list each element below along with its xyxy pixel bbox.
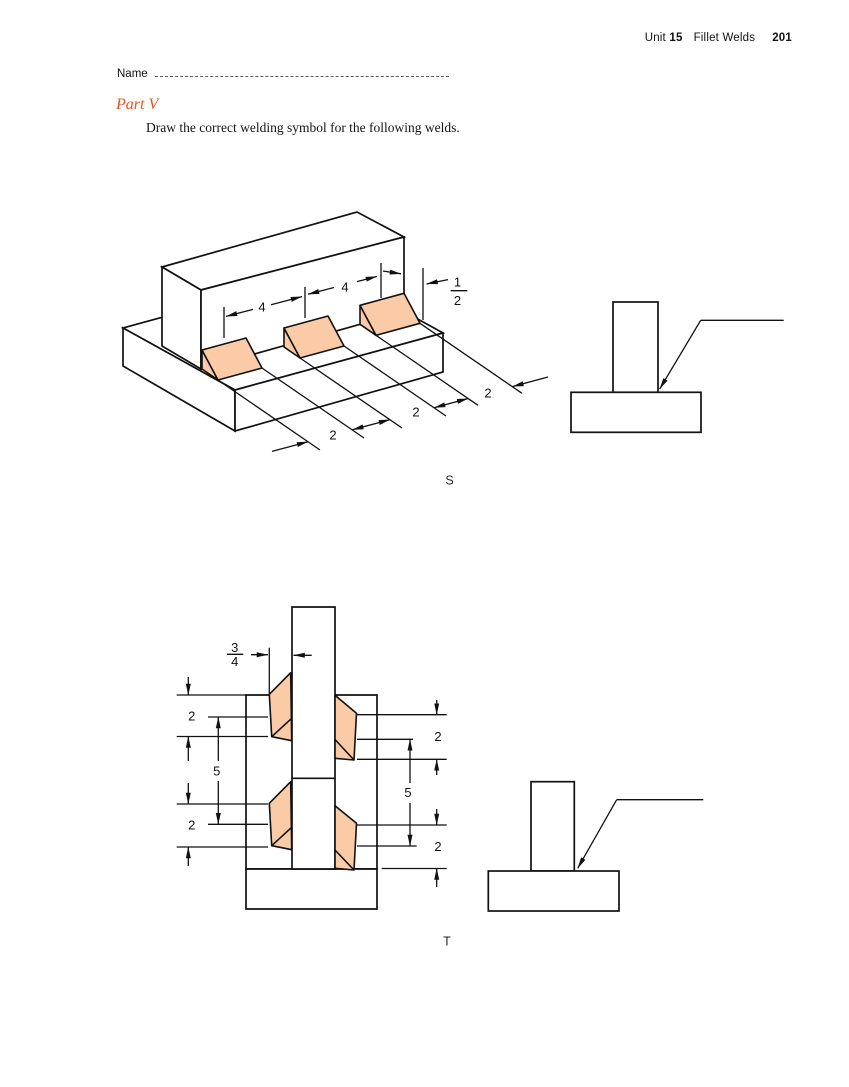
name-field: Name — [117, 64, 449, 80]
instruction-text: Draw the correct welding symbol for the … — [146, 120, 460, 135]
weld-right-bottom-edge — [334, 849, 355, 871]
extension-line — [343, 345, 447, 417]
name-label: Name — [117, 68, 148, 80]
page-header: Unit 15 Fillet Welds 201 — [645, 32, 792, 44]
length-dim-line — [433, 397, 469, 409]
left-length-bottom: 2 — [188, 818, 195, 833]
pitch-dim-line — [270, 295, 303, 306]
size-numerator: 1 — [454, 275, 461, 290]
symbol-t-stem — [530, 780, 576, 872]
size-arrow — [382, 269, 402, 275]
pitch-dim-line — [307, 286, 335, 295]
unit-number: 15 — [669, 32, 683, 44]
symbol-s-base — [570, 391, 702, 434]
pitch-dim-1: 4 — [258, 300, 265, 315]
figure-s-label: S — [445, 474, 453, 488]
base-plate-front-face — [234, 331, 444, 433]
page-number: 201 — [772, 32, 792, 44]
symbol-s-leader-arrow — [659, 319, 702, 390]
weld-left-top — [268, 671, 293, 742]
length-dim-2: 2 — [412, 405, 419, 420]
length-dim-line — [352, 418, 391, 431]
symbol-s-stem — [612, 301, 659, 394]
bottom-flange — [245, 868, 378, 910]
size-denominator: 2 — [454, 293, 461, 308]
welding-symbol-s — [570, 301, 784, 434]
extension-line — [419, 322, 523, 394]
size-denominator: 4 — [231, 654, 238, 669]
extension-line — [299, 357, 403, 429]
symbol-t-leader-arrow — [577, 799, 618, 869]
extension-line — [261, 367, 365, 439]
symbol-t-base — [487, 870, 620, 912]
pitch-dim-line — [225, 308, 254, 318]
pitch-dim-2: 4 — [341, 280, 348, 295]
part-title: Part V — [116, 96, 159, 113]
weld-left-top-edge — [271, 717, 293, 738]
weld-left-bottom-edge — [271, 826, 293, 847]
size-numerator: 3 — [231, 640, 238, 655]
size-arrow — [426, 278, 449, 285]
figure-t-drawing: 3 4 2 5 2 2 5 2 T — [176, 606, 451, 949]
length-dim-3: 2 — [484, 386, 491, 401]
right-length-bottom: 2 — [434, 839, 441, 854]
weld-right-top-edge — [334, 738, 355, 761]
figure-t-label: T — [443, 935, 451, 949]
welding-symbol-t — [487, 780, 704, 912]
unit-label: Unit — [644, 32, 666, 44]
extension-line — [217, 379, 321, 451]
figure-s-drawing: 4 4 1 2 2 2 2 S — [120, 211, 549, 488]
vertical-plate — [291, 606, 336, 870]
length-dim-line — [512, 376, 549, 388]
right-pitch: 5 — [404, 785, 411, 800]
name-blank-line — [154, 64, 449, 77]
length-dim-1: 2 — [329, 427, 336, 442]
extension-line — [375, 334, 479, 406]
length-dim-line — [271, 441, 309, 453]
right-length-top: 2 — [434, 729, 441, 744]
left-length-top: 2 — [188, 709, 195, 724]
pitch-dim-line — [356, 275, 378, 283]
left-pitch: 5 — [213, 764, 220, 779]
section-title: Fillet Welds — [693, 32, 756, 44]
